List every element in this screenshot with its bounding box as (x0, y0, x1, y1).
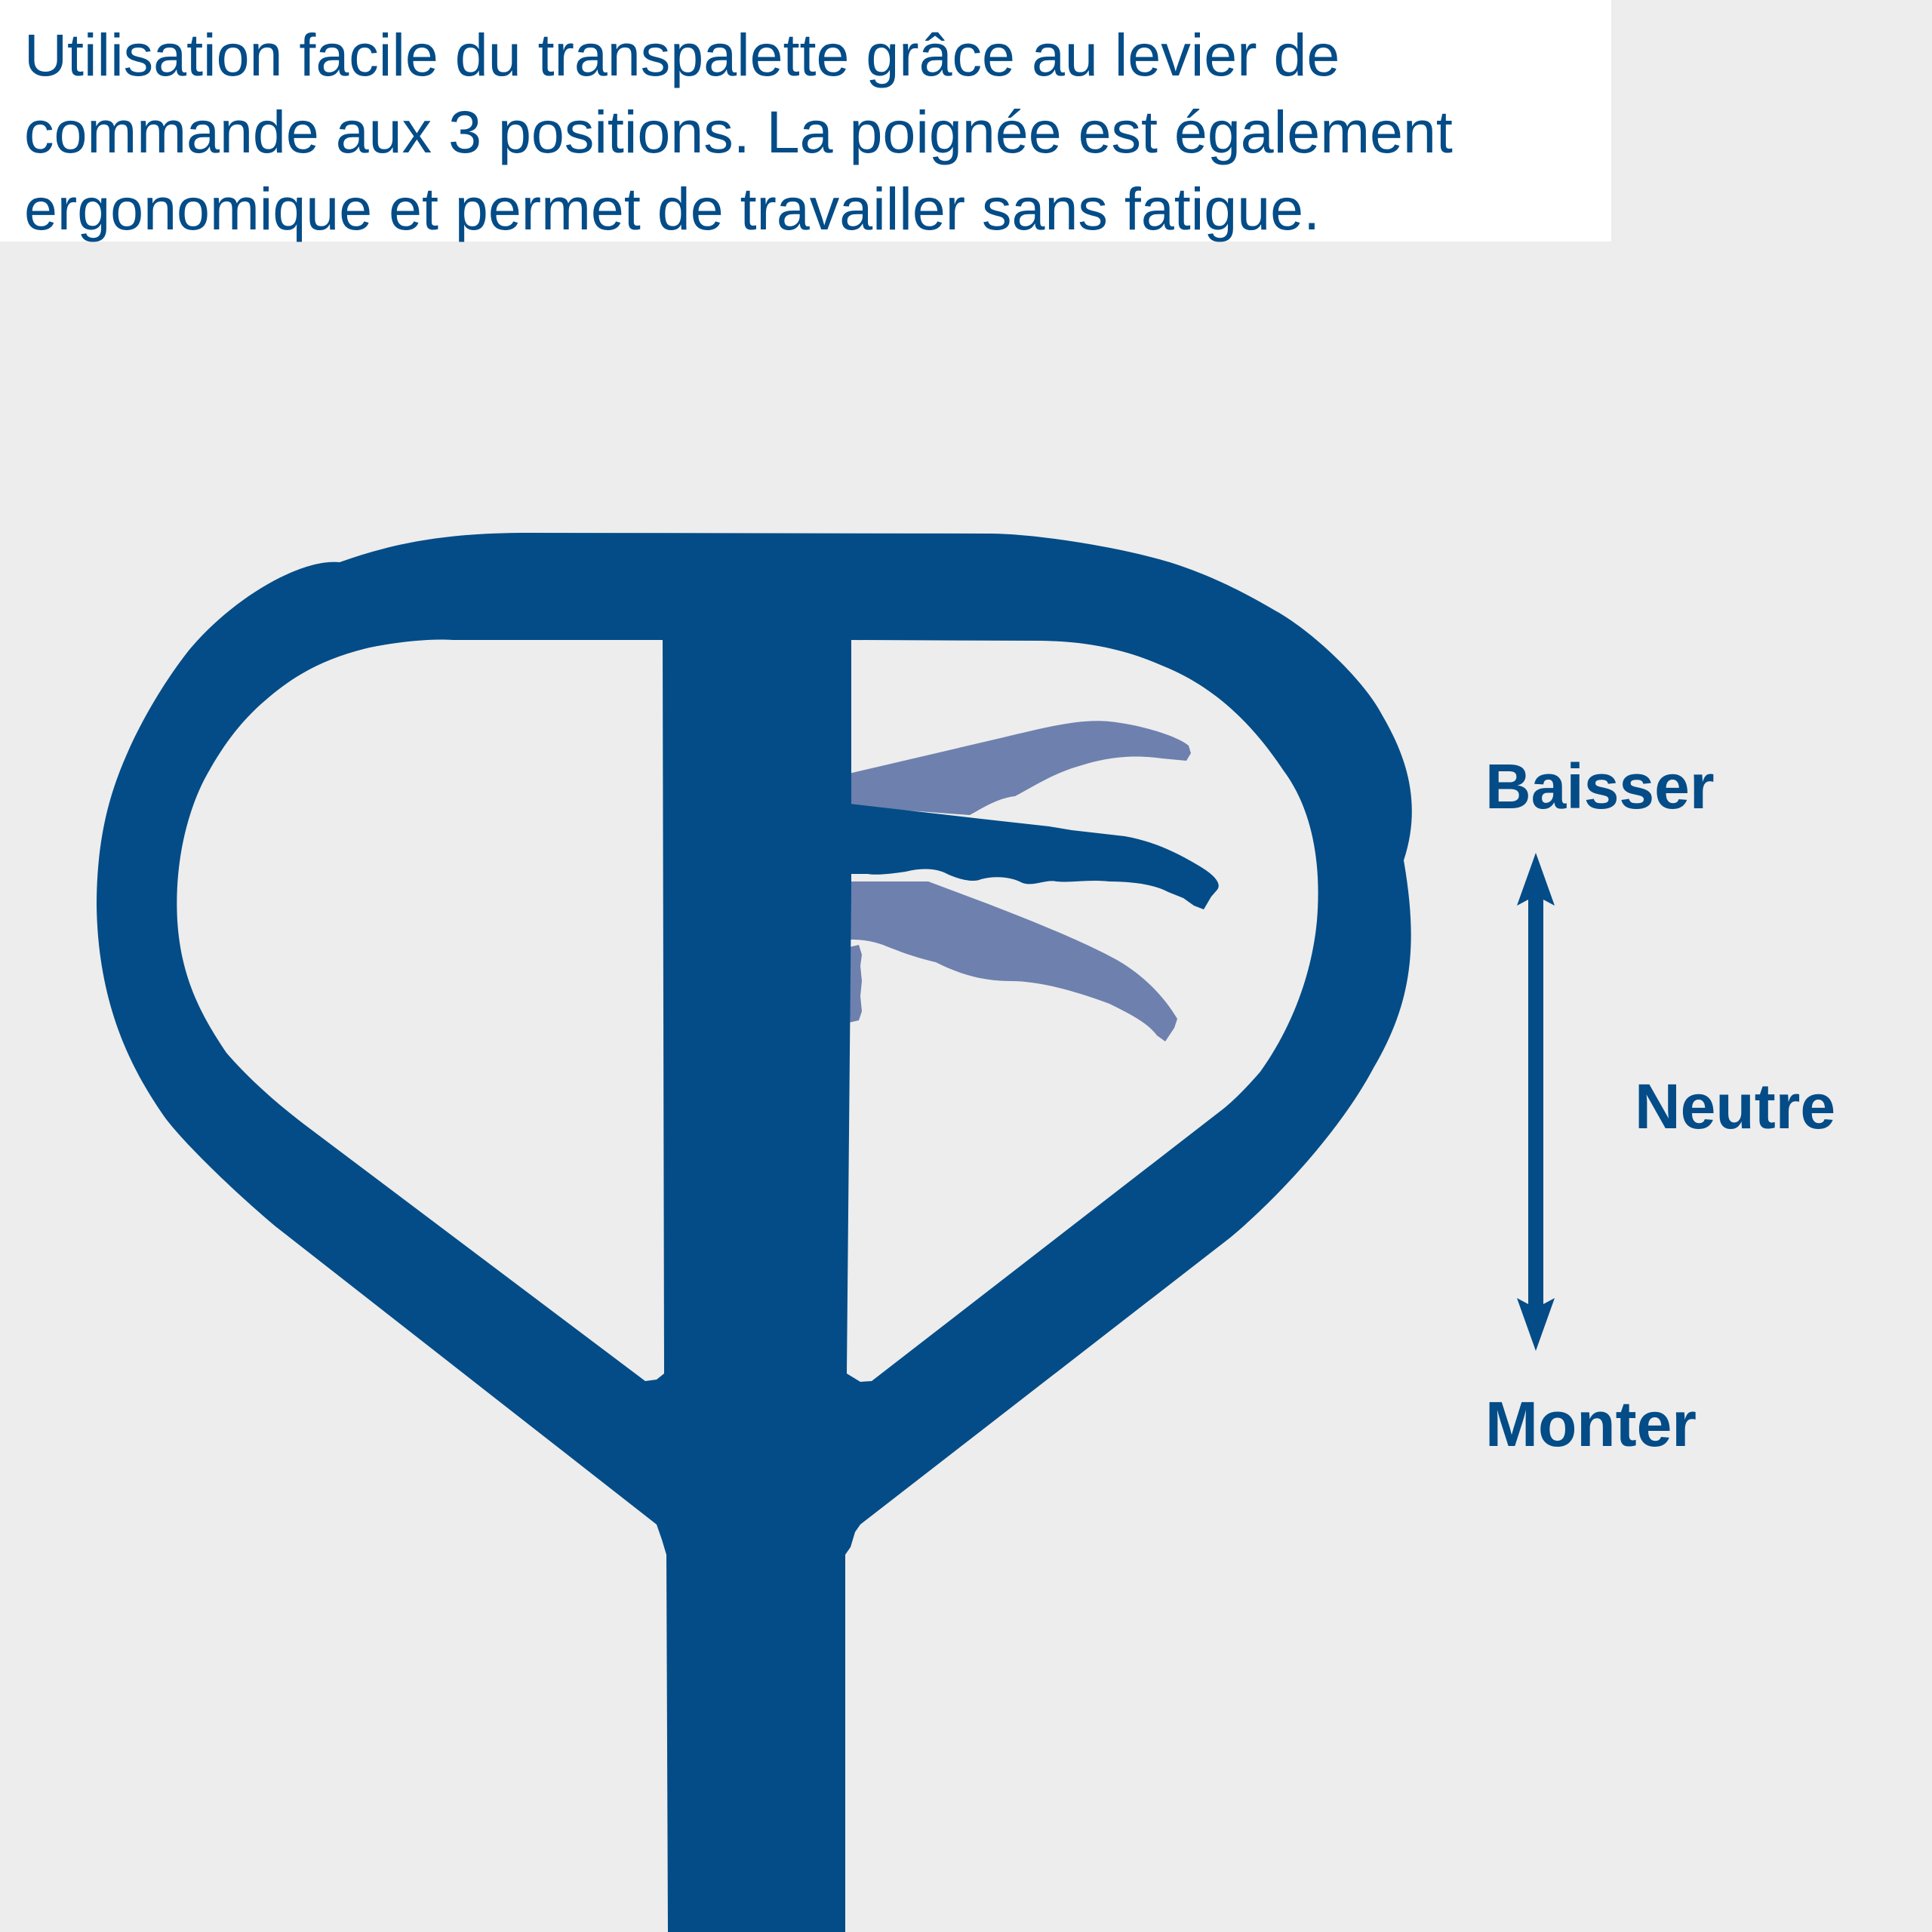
lever-position-up (849, 721, 1191, 815)
caption-line-3: ergonomique et permet de travailler sans… (24, 175, 1321, 242)
label-neutral: Neutre (1635, 1071, 1836, 1142)
caption-line-2: commande aux 3 positions. La poignée est… (24, 98, 1453, 165)
handle-loop (97, 533, 1412, 1932)
lever-position-neutral (850, 804, 1219, 909)
lever-position-down (849, 881, 1177, 1041)
caption-box: Utilisation facile du transpalette grâce… (0, 0, 1611, 242)
direction-arrow (1517, 853, 1555, 1351)
label-lower: Baisser (1485, 751, 1715, 822)
lever-hinge (849, 945, 862, 1023)
label-raise: Monter (1485, 1389, 1697, 1460)
caption-line-1: Utilisation facile du transpalette grâce… (24, 21, 1340, 88)
lever-alt-positions (849, 721, 1191, 1041)
arrow-head-up (1517, 853, 1555, 906)
arrow-shaft (1528, 891, 1543, 1313)
caption-text: Utilisation facile du transpalette grâce… (24, 17, 1601, 248)
arrow-head-down (1517, 1298, 1555, 1351)
